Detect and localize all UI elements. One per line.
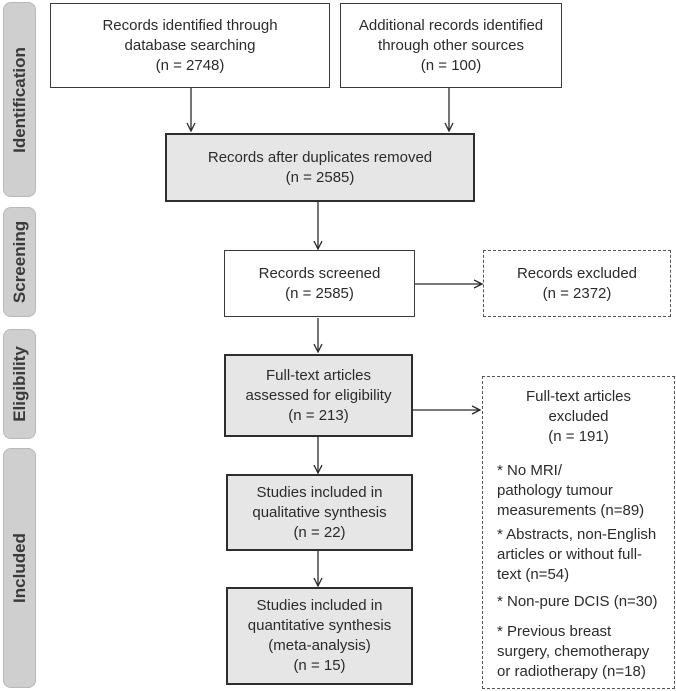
- box-line: Studies included in: [256, 483, 383, 501]
- box-database-search: Records identified through database sear…: [50, 3, 330, 88]
- reason-line: surgery, chemotherapy: [497, 643, 650, 660]
- exclusion-reason: * Non-pure DCIS (n=30): [497, 592, 658, 612]
- box-duplicates-removed: Records after duplicates removed (n = 25…: [165, 133, 475, 202]
- box-line: excluded: [548, 408, 609, 425]
- reason-line: pathology tumour: [497, 482, 613, 499]
- box-line: (n = 15): [293, 657, 346, 674]
- box-line: qualitative synthesis: [252, 503, 387, 521]
- box-records-excluded: Records excluded (n = 2372): [483, 250, 671, 317]
- box-line: (n = 2585): [285, 168, 355, 186]
- box-fulltext-excluded: Full-text articles excluded (n = 191) * …: [482, 376, 675, 689]
- exclusion-reason: * Abstracts, non-English articles or wit…: [497, 525, 656, 585]
- box-line: through other sources: [378, 36, 524, 54]
- phase-screening: Screening: [3, 207, 36, 317]
- reason-line: * No MRI/: [497, 462, 563, 479]
- box-line: (n = 2748): [155, 56, 225, 74]
- reason-line: * Abstracts, non-English: [497, 526, 657, 543]
- phase-identification: Identification: [3, 2, 36, 197]
- box-line: Studies included in: [256, 597, 383, 614]
- box-line: Records after duplicates removed: [207, 148, 433, 166]
- box-qualitative-synthesis: Studies included in qualitative synthesi…: [226, 474, 413, 551]
- box-line: Records screened: [258, 264, 381, 282]
- box-line: database searching: [124, 36, 256, 54]
- reason-line: articles or without full-: [497, 546, 643, 563]
- box-records-screened: Records screened (n = 2585): [224, 250, 415, 317]
- reason-line: * Non-pure DCIS (n=30): [497, 593, 658, 610]
- box-line: quantitative synthesis: [247, 617, 392, 634]
- box-line: (n = 22): [293, 523, 346, 541]
- box-line: (n = 191): [548, 428, 609, 445]
- box-line: Records identified through: [102, 16, 278, 34]
- excluded-heading: Full-text articles excluded (n = 191): [483, 387, 674, 447]
- box-quantitative-synthesis: Studies included in quantitative synthes…: [226, 587, 413, 685]
- box-line: (n = 2585): [285, 284, 354, 302]
- box-line: (n = 2372): [542, 284, 612, 302]
- box-line: Full-text articles: [265, 366, 372, 384]
- exclusion-reason: * Previous breast surgery, chemotherapy …: [497, 622, 649, 682]
- reason-line: text (n=54): [497, 566, 570, 583]
- phase-eligibility: Eligibility: [3, 329, 36, 439]
- box-fulltext-assessed: Full-text articles assessed for eligibil…: [224, 354, 413, 437]
- box-line: Full-text articles: [525, 388, 632, 405]
- box-line: assessed for eligibility: [245, 386, 392, 404]
- reason-line: measurements (n=89): [497, 502, 645, 519]
- reason-line: * Previous breast: [497, 623, 612, 640]
- box-line: Additional records identified: [358, 16, 544, 34]
- phase-included: Included: [3, 448, 36, 688]
- box-line: (n = 213): [288, 406, 349, 424]
- box-line: Records excluded: [516, 264, 638, 282]
- box-line: (n = 100): [420, 56, 482, 74]
- box-other-sources: Additional records identified through ot…: [340, 3, 562, 88]
- box-line: (meta-analysis): [268, 637, 371, 654]
- reason-line: or radiotherapy (n=18): [497, 663, 646, 680]
- exclusion-reason: * No MRI/ pathology tumour measurements …: [497, 461, 644, 521]
